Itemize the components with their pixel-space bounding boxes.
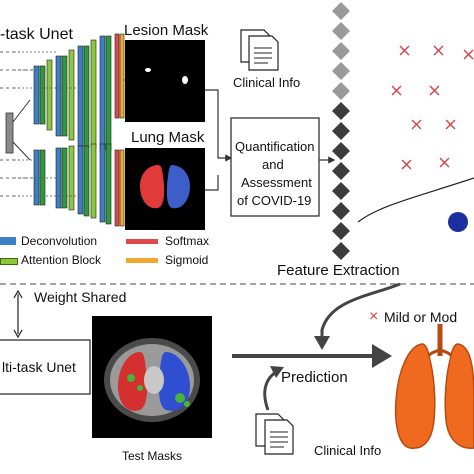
lesion-spot	[145, 68, 151, 72]
multitask-box-label: lti-task Unet	[2, 359, 76, 375]
feature-extraction-label: Feature Extraction	[277, 262, 400, 279]
legend-swatch-sigmoid	[126, 258, 158, 263]
mild-label: Mild or Mod	[384, 309, 458, 325]
lesion-spot	[182, 76, 188, 84]
clinical-info-top-label: Clinical Info	[233, 75, 301, 90]
scatter-crosses	[391, 45, 474, 170]
legend-swatch-deconvolution	[0, 237, 16, 245]
lung-mask-right	[140, 165, 165, 209]
quantification-box	[230, 117, 320, 217]
weight-shared-arrow	[13, 289, 23, 339]
encoder-title: -task Unet	[0, 26, 73, 43]
legend-label-attention: Attention Block	[21, 253, 102, 267]
upper-decoder	[33, 33, 125, 151]
lesion-mask-label: Lesion Mask	[124, 22, 209, 39]
lung-mask-label: Lung Mask	[131, 129, 205, 146]
quantification-line-3: Assessment	[241, 175, 312, 190]
lung-mask-left	[166, 165, 190, 209]
lung-mask-image	[125, 148, 205, 230]
bottleneck-block	[5, 112, 14, 154]
lower-decoder	[33, 143, 125, 227]
legend-label-deconvolution: Deconvolution	[21, 234, 98, 248]
lungs-icon	[394, 324, 474, 449]
prediction-label: Prediction	[281, 369, 348, 386]
multitask-unet-box	[0, 339, 91, 395]
feature-arrow	[320, 282, 401, 340]
decision-boundary	[357, 177, 474, 223]
quantification-line-1: Quantification	[235, 139, 315, 154]
scatter-dot	[448, 212, 468, 232]
mild-marker: ×	[369, 308, 379, 325]
test-masks-label: Test Masks	[122, 449, 183, 463]
legend-label-softmax: Softmax	[165, 234, 210, 248]
legend-label-sigmoid: Sigmoid	[165, 253, 209, 267]
document-icon	[255, 413, 294, 455]
lesion-mask-image	[125, 40, 205, 122]
clinical-info-arrow	[263, 370, 277, 411]
feature-diamonds	[332, 2, 350, 260]
legend-swatch-attention	[0, 258, 18, 265]
document-icon	[240, 29, 279, 71]
weight-shared-label: Weight Shared	[34, 289, 127, 305]
legend-swatch-softmax	[126, 239, 158, 244]
clinical-info-bottom-label: Clinical Info	[314, 443, 382, 458]
unet-network	[0, 33, 125, 227]
quantification-line-2: and	[262, 157, 284, 172]
quantification-line-4: of COVID-19	[237, 193, 312, 208]
